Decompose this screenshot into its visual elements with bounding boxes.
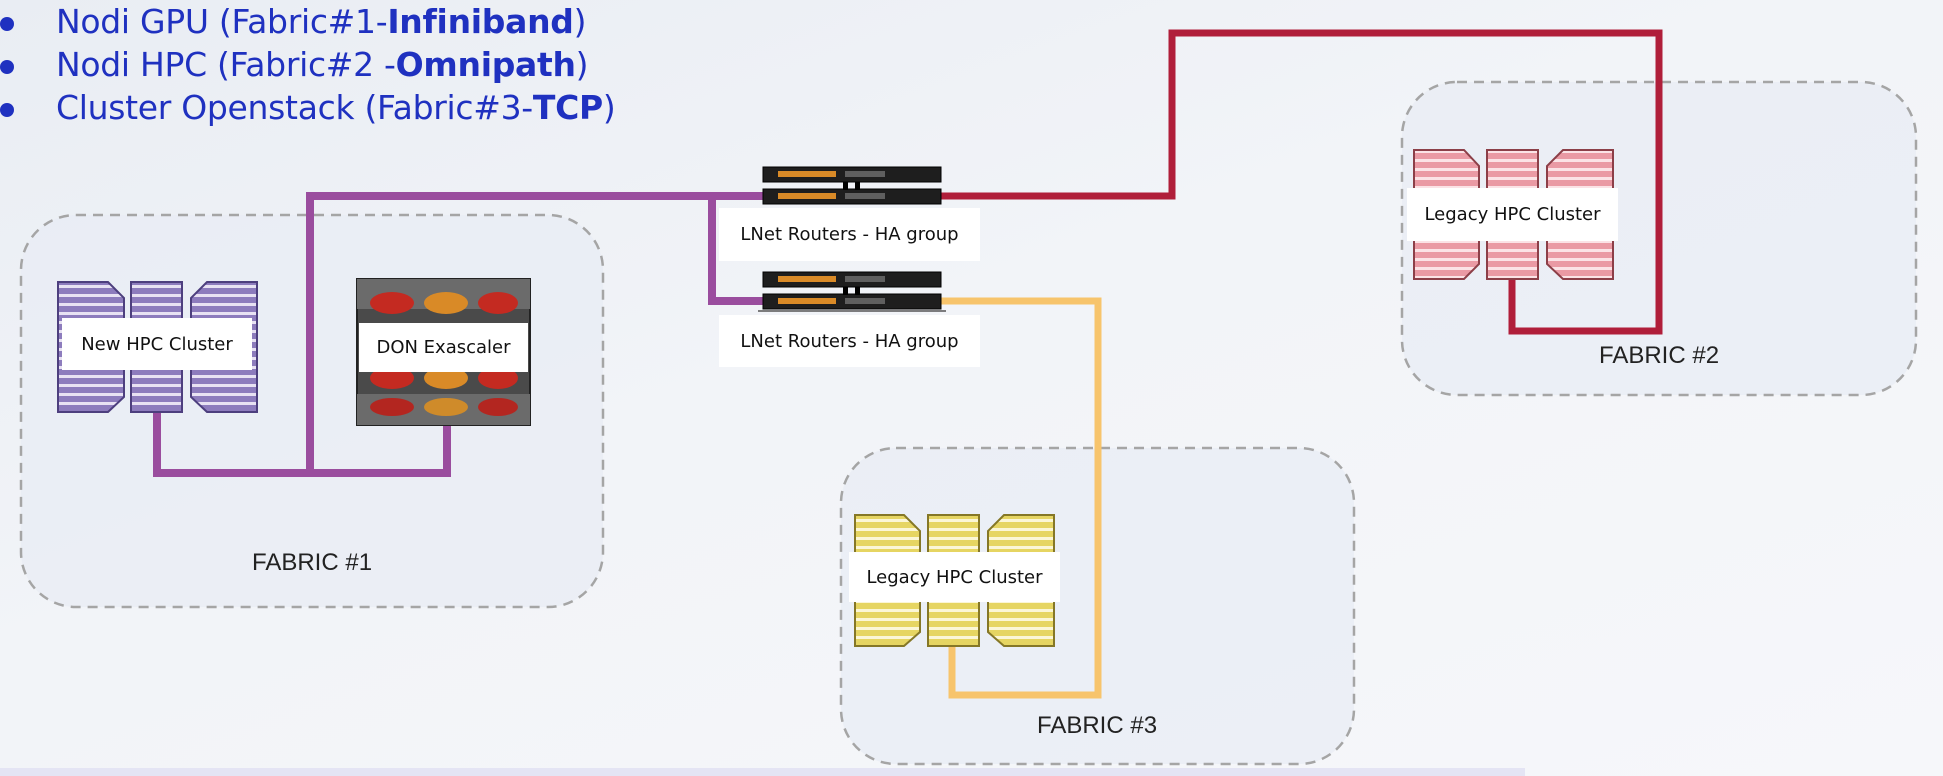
fabric-2-link	[938, 29, 1663, 335]
bullet-end: )	[573, 2, 587, 41]
fabric-2-label: FABRIC #2	[1599, 342, 1720, 369]
bullet-bold: TCP	[532, 88, 603, 127]
bullet-bold: Infiniband	[387, 2, 574, 41]
bullet-text: Nodi HPC (Fabric#2 -	[56, 45, 396, 84]
don-exascaler-label: DON Exascaler	[359, 323, 528, 372]
bullet-end: )	[602, 88, 616, 127]
new-hpc-cluster-label: New HPC Cluster	[62, 318, 252, 370]
bullet-end: )	[575, 45, 589, 84]
legacy-hpc-right-label: Legacy HPC Cluster	[1407, 188, 1618, 241]
legacy-hpc-bottom-label: Legacy HPC Cluster	[849, 552, 1060, 602]
bullet-item: Cluster Openstack (Fabric#3-TCP)	[0, 86, 616, 129]
fabric-1-label: FABRIC #1	[252, 549, 373, 576]
bullet-bold: Omnipath	[395, 45, 576, 84]
fabric-3-link	[938, 297, 1102, 699]
bullet-text: Nodi GPU (Fabric#1-	[56, 2, 388, 41]
bullet-text: Cluster Openstack (Fabric#3-	[56, 88, 533, 127]
lnet-router-bottom-label: LNet Routers - HA group	[719, 315, 980, 367]
fabric-1-link-router2	[708, 196, 775, 305]
fabric-1-link-cluster	[153, 408, 310, 477]
bullet-item: Nodi GPU (Fabric#1-Infiniband)	[0, 0, 615, 43]
lnet-router-bottom-device	[758, 271, 946, 312]
lnet-router-top-label: LNet Routers - HA group	[719, 208, 980, 261]
fabric-bullet-list: Nodi GPU (Fabric#1-Infiniband) Nodi HPC …	[0, 0, 616, 129]
bottom-strip	[0, 768, 1525, 776]
fabric-3-label: FABRIC #3	[1037, 712, 1158, 739]
bullet-item: Nodi HPC (Fabric#2 -Omnipath)	[0, 43, 615, 86]
lnet-router-top-device	[762, 166, 942, 205]
